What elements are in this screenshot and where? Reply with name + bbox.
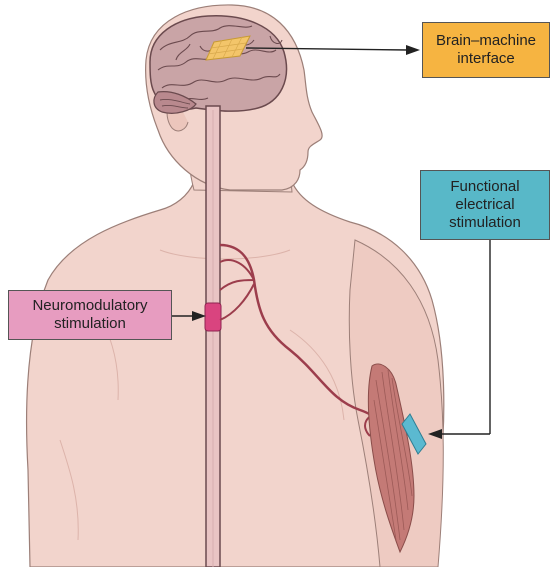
spinal-implant	[205, 303, 221, 331]
brain	[150, 16, 286, 114]
functional-electrical-stimulation-label: Functional electrical stimulation	[420, 170, 550, 240]
brain-machine-interface-label: Brain–machine interface	[422, 22, 550, 78]
neuromodulatory-stimulation-label: Neuromodulatory stimulation	[8, 290, 172, 340]
